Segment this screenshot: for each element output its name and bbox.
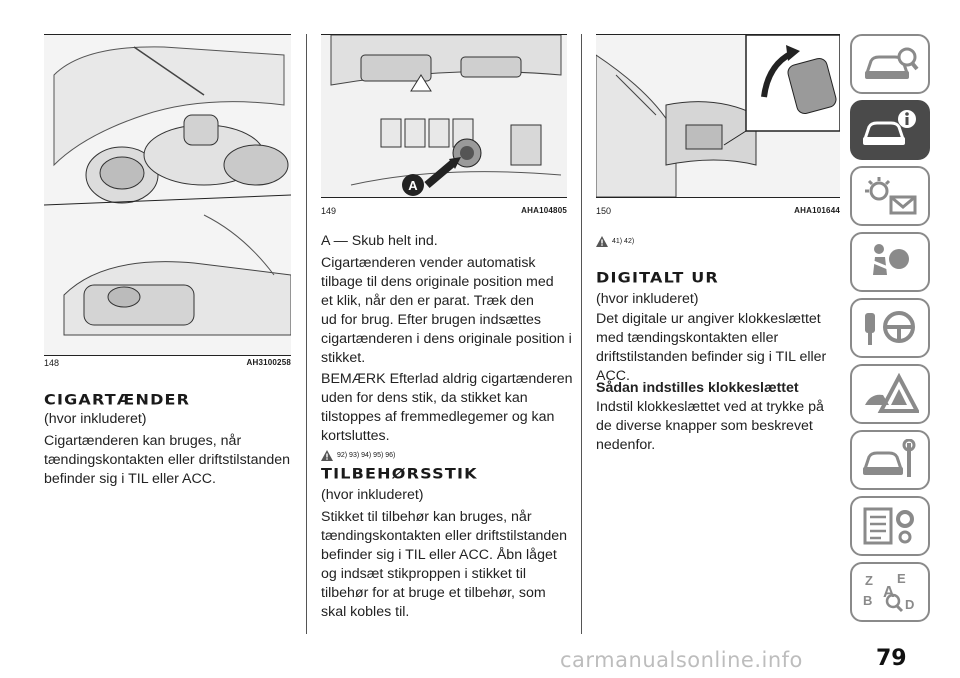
car-tools-icon xyxy=(862,439,916,477)
svg-text:A: A xyxy=(883,584,895,601)
warning-triangle-icon xyxy=(321,450,333,461)
tab-index[interactable]: Z E B A D xyxy=(850,562,930,622)
tab-car-info[interactable] xyxy=(850,100,930,160)
airbag-person-icon xyxy=(870,244,909,275)
column-divider xyxy=(306,34,307,634)
figure-150 xyxy=(596,34,840,198)
tab-car-search[interactable] xyxy=(850,34,930,94)
paragraph: A — Skub helt ind. xyxy=(321,233,438,249)
tab-emergency[interactable] xyxy=(850,364,930,424)
svg-text:D: D xyxy=(905,597,914,612)
section-heading-cigar-lighter: CIGARTÆNDER xyxy=(44,390,191,409)
car-search-icon xyxy=(864,47,919,79)
figure-number: 148 xyxy=(44,358,60,368)
figure-149-caption: 149 AHA104805 xyxy=(321,206,567,216)
key-steering-wheel-icon xyxy=(865,311,915,345)
figure-callout-a: A xyxy=(408,178,418,193)
svg-text:E: E xyxy=(897,571,906,586)
warning-triangle-icon xyxy=(596,236,608,247)
figure-code: AH3100258 xyxy=(246,358,291,367)
section-heading-digital-clock: DIGITALT UR xyxy=(596,268,719,287)
section-heading-accessory-socket: TILBEHØRSSTIK xyxy=(321,464,478,483)
warning-lights-icon xyxy=(865,177,917,215)
tab-maintenance[interactable] xyxy=(850,430,930,490)
tab-airbag-safety[interactable] xyxy=(850,232,930,292)
tab-key-steering[interactable] xyxy=(850,298,930,358)
list-gears-icon xyxy=(863,507,914,545)
paragraph: (hvor inkluderet) xyxy=(44,411,147,427)
figure-148-caption: 148 AH3100258 xyxy=(44,358,291,368)
figure-code: AHA104805 xyxy=(521,206,567,215)
figure-code: AHA101644 xyxy=(794,206,840,215)
alphabet-index-icon: Z E B A D xyxy=(863,571,914,613)
figure-148 xyxy=(44,34,291,356)
warning-references: 41) 42) xyxy=(596,236,634,247)
tab-technical-data[interactable] xyxy=(850,496,930,556)
svg-text:Z: Z xyxy=(865,573,873,588)
cigar-lighter-illustration xyxy=(44,35,291,355)
figure-number: 150 xyxy=(596,206,612,216)
road-hazard-triangle-icon xyxy=(865,373,919,413)
console-lid-illustration xyxy=(596,35,840,197)
console-switches-illustration: A xyxy=(321,35,567,197)
watermark: carmanualsonline.info xyxy=(560,648,803,672)
subheading-set-clock: Sådan indstilles klokkeslættet xyxy=(596,380,799,396)
page-number: 79 xyxy=(876,646,907,671)
figure-150-caption: 150 AHA101644 xyxy=(596,206,840,216)
column-divider xyxy=(581,34,582,634)
figure-149: A xyxy=(321,34,567,198)
tab-warning-lights[interactable] xyxy=(850,166,930,226)
paragraph: (hvor inkluderet) xyxy=(596,291,699,307)
warning-references: 92) 93) 94) 95) 96) xyxy=(321,450,395,461)
paragraph: (hvor inkluderet) xyxy=(321,487,424,503)
svg-text:B: B xyxy=(863,593,872,608)
figure-number: 149 xyxy=(321,206,337,216)
car-info-icon xyxy=(862,110,916,145)
